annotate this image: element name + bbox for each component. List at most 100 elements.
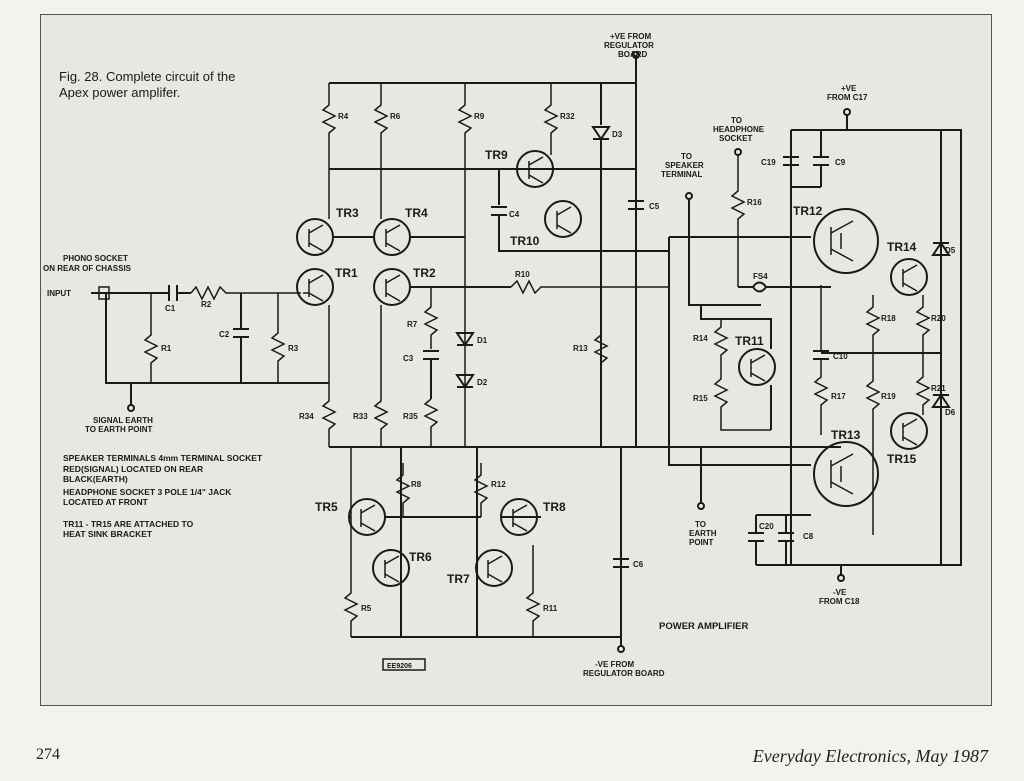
transistor-tr9 bbox=[516, 150, 554, 188]
resistor-r1 bbox=[143, 293, 159, 383]
label-speaker-1: TO bbox=[681, 152, 692, 161]
note-line-6: TR11 - TR15 ARE ATTACHED TO bbox=[63, 519, 194, 529]
resistor-r7 bbox=[423, 287, 439, 349]
label-r6: R6 bbox=[390, 112, 401, 121]
label-neg-c18-1: -VE bbox=[833, 588, 847, 597]
resistor-r33 bbox=[373, 305, 389, 447]
label-tr14: TR14 bbox=[887, 240, 917, 254]
label-phono-1: PHONO SOCKET bbox=[63, 254, 128, 263]
resistor-r2 bbox=[190, 285, 301, 301]
note-line-3: BLACK(EARTH) bbox=[63, 474, 128, 484]
label-r14: R14 bbox=[693, 334, 708, 343]
label-earth-point-2: EARTH bbox=[689, 529, 717, 538]
label-c20: C20 bbox=[759, 522, 774, 531]
transistor-tr11 bbox=[738, 348, 776, 386]
label-headphone-2: HEADPHONE bbox=[713, 125, 765, 134]
label-r17: R17 bbox=[831, 392, 846, 401]
label-signal-earth-2: TO EARTH POINT bbox=[85, 425, 153, 434]
label-signal-earth-1: SIGNAL EARTH bbox=[93, 416, 153, 425]
resistor-r4 bbox=[321, 83, 337, 219]
note-line-1: SPEAKER TERMINALS 4mm TERMINAL SOCKET bbox=[63, 453, 263, 463]
transistor-tr4 bbox=[373, 218, 411, 256]
fuse-fs4 bbox=[752, 281, 768, 293]
label-d3: D3 bbox=[612, 130, 623, 139]
tr9-symbol bbox=[528, 156, 544, 184]
resistor-r35 bbox=[423, 398, 439, 447]
label-c6: C6 bbox=[633, 560, 644, 569]
resistor-r6 bbox=[373, 83, 389, 219]
capacitor-c20 bbox=[748, 515, 764, 565]
label-r15: R15 bbox=[693, 394, 708, 403]
tr4-symbol bbox=[385, 224, 401, 252]
transistor-tr13 bbox=[813, 441, 879, 507]
signal-earth-line bbox=[105, 293, 329, 384]
label-ve-c17-2: FROM C17 bbox=[827, 93, 868, 102]
capacitor-c6 bbox=[613, 558, 629, 568]
label-r20: R20 bbox=[931, 314, 946, 323]
diode-d3 bbox=[591, 83, 611, 447]
c18-terminal bbox=[837, 574, 845, 582]
label-earth-point-3: POINT bbox=[689, 538, 714, 547]
resistor-r17 bbox=[813, 285, 829, 435]
transistor-tr6 bbox=[372, 549, 410, 587]
label-ve-regulator-2: REGULATOR bbox=[604, 41, 654, 50]
resistor-r18 bbox=[865, 295, 881, 353]
label-speaker-2: SPEAKER bbox=[665, 161, 704, 170]
positive-supply-terminal bbox=[632, 51, 640, 59]
label-r21: R21 bbox=[931, 384, 946, 393]
tr7-symbol bbox=[487, 555, 503, 583]
capacitor-c8 bbox=[778, 515, 794, 565]
label-tr9: TR9 bbox=[485, 148, 508, 162]
label-r11: R11 bbox=[543, 604, 558, 613]
resistor-r9 bbox=[457, 83, 473, 447]
resistor-r32 bbox=[543, 83, 559, 155]
resistor-r13 bbox=[593, 334, 609, 364]
tr10-symbol bbox=[556, 206, 572, 234]
tr6-symbol bbox=[384, 555, 400, 583]
signal-earth-terminal bbox=[127, 404, 135, 412]
resistor-r14-r15 bbox=[713, 319, 771, 431]
resistor-r21 bbox=[915, 353, 931, 415]
tr2-symbol bbox=[385, 274, 401, 302]
label-ve-c17-1: +VE bbox=[841, 84, 857, 93]
c20-c8-links bbox=[756, 514, 811, 566]
label-headphone-1: TO bbox=[731, 116, 742, 125]
negative-rail-bottom bbox=[351, 447, 622, 638]
label-neg-regulator-1: -VE FROM bbox=[595, 660, 634, 669]
label-r33: R33 bbox=[353, 412, 368, 421]
label-tr4: TR4 bbox=[405, 206, 428, 220]
resistor-r20 bbox=[915, 295, 931, 353]
label-c3: C3 bbox=[403, 354, 414, 363]
capacitor-c9 bbox=[813, 130, 829, 166]
label-r4: R4 bbox=[338, 112, 349, 121]
label-r35: R35 bbox=[403, 412, 418, 421]
label-r18: R18 bbox=[881, 314, 896, 323]
transistor-tr10 bbox=[544, 200, 582, 238]
label-r3: R3 bbox=[288, 344, 299, 353]
note-line-2: RED(SIGNAL) LOCATED ON REAR bbox=[63, 464, 203, 474]
label-tr6: TR6 bbox=[409, 550, 432, 564]
negative-supply-terminal bbox=[617, 645, 625, 653]
circuit-schematic: Fig. 28. Complete circuit of the Apex po… bbox=[43, 32, 962, 678]
label-tr15: TR15 bbox=[887, 452, 917, 466]
resistor-r19 bbox=[865, 353, 881, 535]
resistor-r16 bbox=[730, 155, 746, 287]
transistor-tr1 bbox=[296, 268, 334, 306]
capacitor-c4 bbox=[491, 169, 669, 252]
transistor-tr15 bbox=[890, 412, 928, 450]
page-number: 274 bbox=[36, 746, 60, 763]
tr11-collector bbox=[700, 305, 772, 349]
label-r7: R7 bbox=[407, 320, 418, 329]
transistor-tr3 bbox=[296, 218, 334, 256]
label-c2: C2 bbox=[219, 330, 230, 339]
label-c8: C8 bbox=[803, 532, 814, 541]
label-phono-2: ON REAR OF CHASSIS bbox=[43, 264, 132, 273]
label-d5: D5 bbox=[945, 246, 956, 255]
tr15-symbol bbox=[902, 418, 918, 446]
figure-caption-line1: Fig. 28. Complete circuit of the bbox=[59, 69, 235, 84]
label-tr7: TR7 bbox=[447, 572, 470, 586]
earth-point-terminal bbox=[697, 502, 705, 510]
label-headphone-3: SOCKET bbox=[719, 134, 752, 143]
driver-links bbox=[668, 236, 811, 466]
section-label: POWER AMPLIFIER bbox=[659, 621, 749, 632]
